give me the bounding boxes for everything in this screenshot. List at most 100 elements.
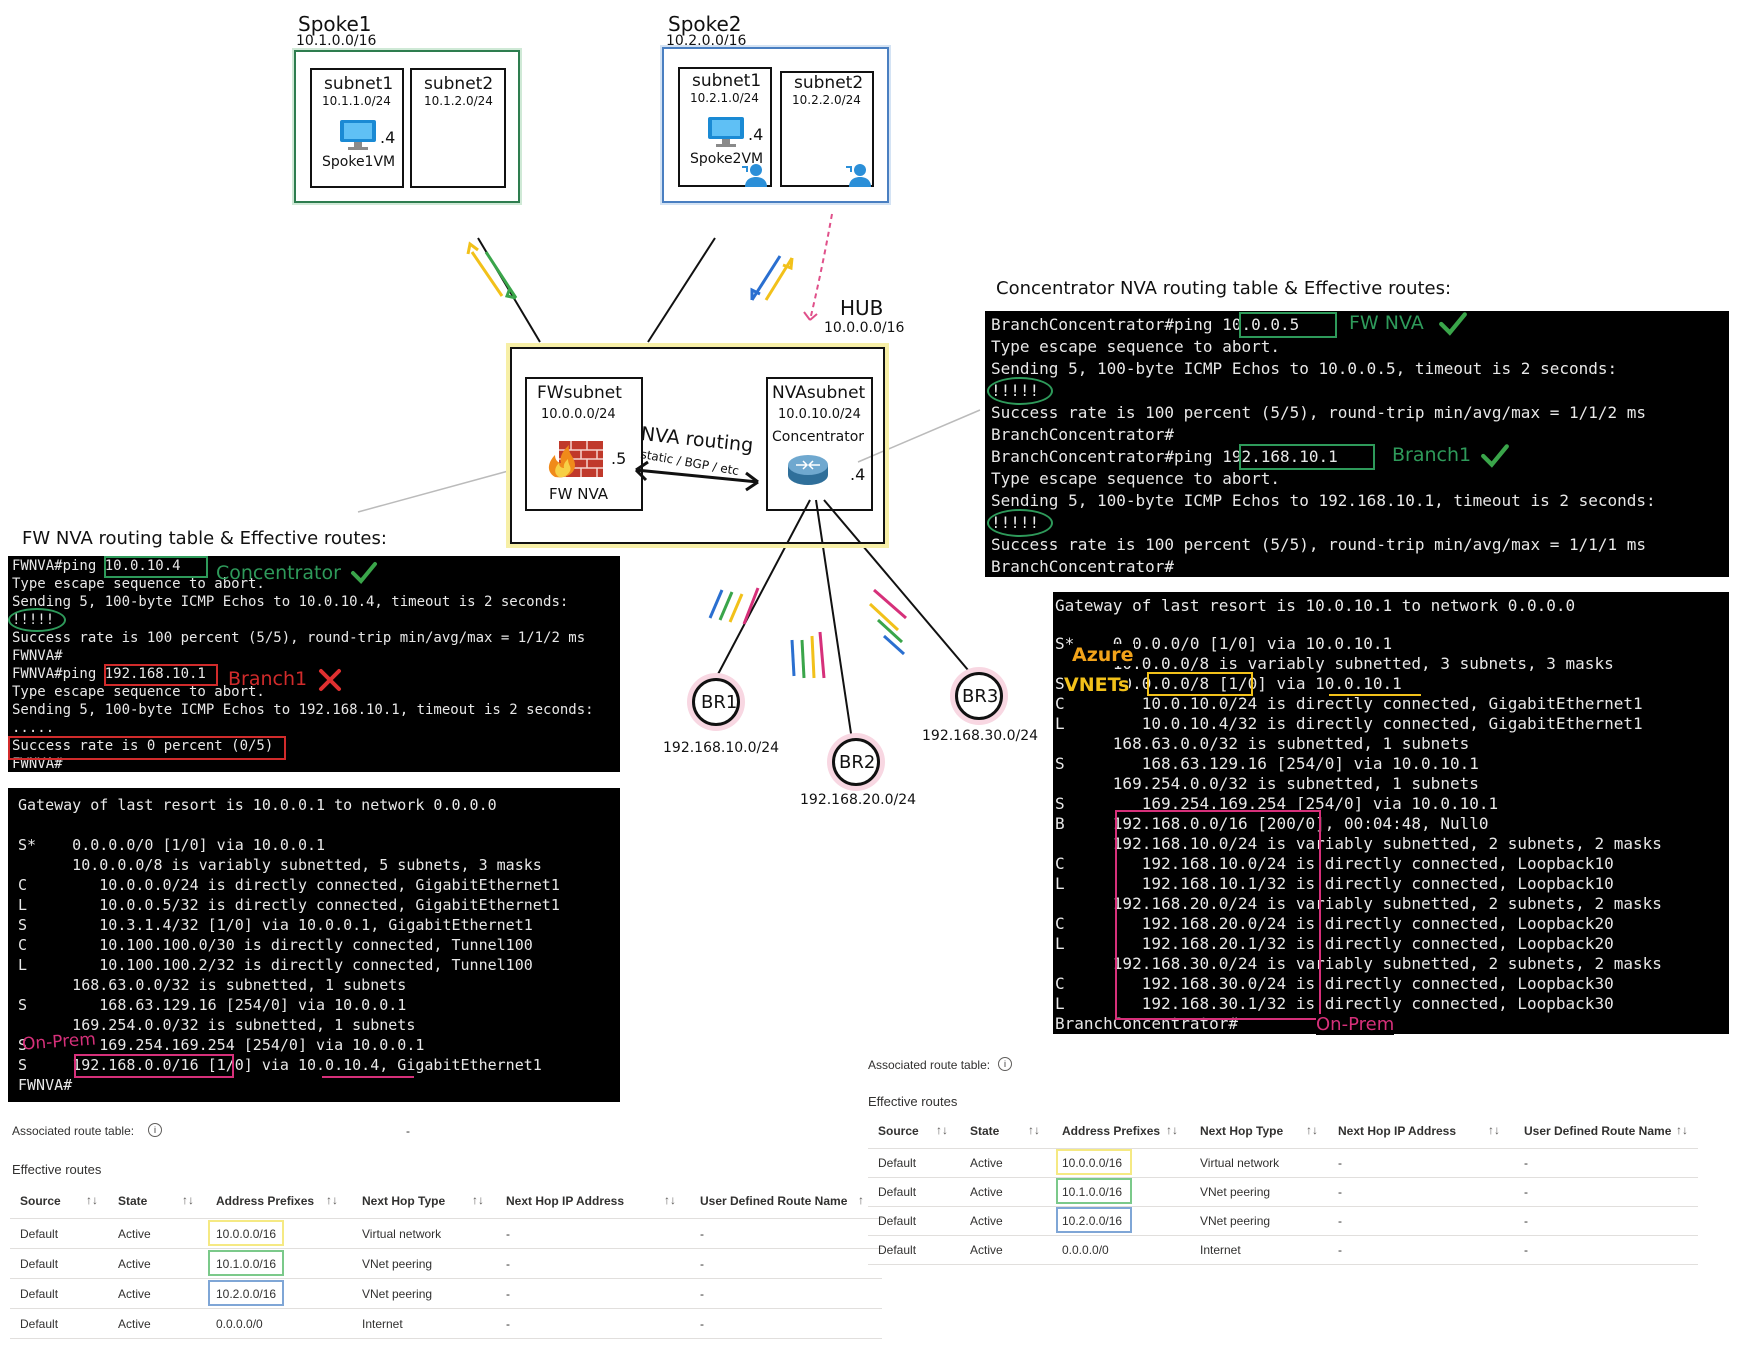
hub-cidr: 10.0.0.0/16 xyxy=(824,320,905,336)
branch-node-br1: BR1 xyxy=(692,678,740,726)
sort-icon[interactable]: ↑↓ xyxy=(1166,1123,1178,1137)
highlight-success-bang xyxy=(987,377,1053,405)
hub-vnet: FWsubnet 10.0.0.0/24 .5 FW NVA NVA routi… xyxy=(510,347,885,544)
effective-routes-right: Associated route table: i Effective rout… xyxy=(868,1054,1698,1268)
branch-node-br2: BR2 xyxy=(832,738,880,786)
annot-concentrator: Concentrator xyxy=(216,562,341,584)
br2-link xyxy=(815,499,853,741)
fw-subnet: FWsubnet 10.0.0.0/24 .5 FW NVA xyxy=(525,377,643,511)
effective-routes-left: Associated route table: i - Effective ro… xyxy=(10,1120,882,1340)
flow-arrows-spoke1 xyxy=(466,241,518,300)
table-header: Source ↑↓ State ↑↓ Address Prefixes ↑↓ N… xyxy=(10,1184,882,1219)
check-icon xyxy=(351,562,377,584)
highlight-ping-branch xyxy=(1239,444,1375,470)
user-icon xyxy=(742,164,767,187)
effective-routes-label: Effective routes xyxy=(868,1094,958,1109)
branch-node-br3: BR3 xyxy=(955,672,1003,720)
highlight-ping-fw xyxy=(1239,312,1337,338)
spoke2-subnet1: subnet1 10.2.1.0/24 .4 Spoke2VM xyxy=(678,67,772,187)
annot-branch1-ok: Branch1 xyxy=(1392,444,1472,466)
spoke1-title: Spoke1 xyxy=(298,12,372,36)
underline-vnets-next-hop xyxy=(1329,694,1421,696)
sort-icon[interactable]: ↑↓ xyxy=(1488,1123,1500,1137)
sort-icon[interactable]: ↑↓ xyxy=(326,1193,338,1207)
associated-route-table-label: Associated route table: xyxy=(868,1058,991,1072)
flow-arrows-br1 xyxy=(708,587,760,625)
table-row: Default Active 0.0.0.0/0 Internet - - xyxy=(868,1235,1698,1265)
spoke1-vm-label: Spoke1VM xyxy=(322,154,396,170)
associated-route-table-value: - xyxy=(406,1124,410,1138)
spoke2-title: Spoke2 xyxy=(668,12,742,36)
flow-arrows-spoke2 xyxy=(750,255,794,301)
spoke1-vnet: subnet1 10.1.1.0/24 .4 Spoke1VM subnet2 … xyxy=(294,50,520,203)
sort-icon[interactable]: ↑↓ xyxy=(472,1193,484,1207)
table-row: Default Active 10.0.0.0/16 Virtual netwo… xyxy=(868,1148,1698,1178)
spoke2-vm-label: Spoke2VM xyxy=(690,151,764,167)
fw-ping-terminal: FWNVA#ping 10.0.10.4 Type escape sequenc… xyxy=(8,556,620,772)
sort-icon[interactable]: ↑ xyxy=(858,1193,864,1207)
annot-onprem-conc: On-Prem xyxy=(1316,1014,1395,1035)
br1-link xyxy=(715,499,811,679)
conc-pointer-line xyxy=(857,409,981,463)
user-icon xyxy=(846,164,871,187)
sort-icon[interactable]: ↑↓ xyxy=(182,1193,194,1207)
table-row: Default Active 10.1.0.0/16 VNet peering … xyxy=(868,1177,1698,1207)
sort-icon[interactable]: ↑↓ xyxy=(1028,1123,1040,1137)
nva-routing-link xyxy=(635,468,759,484)
associated-route-table-label: Associated route table: xyxy=(12,1124,135,1138)
info-icon: i xyxy=(148,1123,162,1137)
check-icon xyxy=(1439,312,1467,336)
annot-fw-nva: FW NVA xyxy=(1349,312,1424,334)
check-icon xyxy=(1481,444,1509,468)
fw-nva-label: FW NVA xyxy=(549,485,609,503)
table-row: Default Active 10.2.0.0/16 VNet peering … xyxy=(868,1206,1698,1236)
spoke2-subnet2: subnet2 10.2.2.0/24 xyxy=(780,71,874,187)
spoke1-cidr: 10.1.0.0/16 xyxy=(296,33,377,49)
router-icon xyxy=(788,455,828,485)
br2-cidr: 192.168.20.0/24 xyxy=(800,792,917,808)
fw-section-title: FW NVA routing table & Effective routes: xyxy=(22,528,387,549)
table-header: Source ↑↓ State ↑↓ Address Prefixes ↑↓ N… xyxy=(868,1114,1698,1149)
spoke1-subnet2: subnet2 10.1.2.0/24 xyxy=(410,68,506,188)
table-row: Default Active 10.1.0.0/16 VNet peering … xyxy=(10,1248,882,1279)
vm-icon xyxy=(708,117,744,147)
table-row: Default Active 0.0.0.0/0 Internet - - xyxy=(10,1308,882,1339)
highlight-prefix xyxy=(1056,1207,1132,1233)
br3-cidr: 192.168.30.0/24 xyxy=(922,728,1039,744)
underline-next-hop xyxy=(322,1076,414,1078)
cross-icon xyxy=(319,669,341,691)
sort-icon[interactable]: ↑↓ xyxy=(664,1193,676,1207)
highlight-onprem-routes xyxy=(1115,810,1321,1020)
spoke2-peering-link xyxy=(647,237,716,343)
spoke1-subnet1: subnet1 10.1.1.0/24 .4 Spoke1VM xyxy=(310,68,404,188)
table-row: Default Active 10.0.0.0/16 Virtual netwo… xyxy=(10,1218,882,1249)
highlight-success-bang xyxy=(987,509,1053,537)
fw-pointer-line xyxy=(357,469,513,513)
highlight-success-bang xyxy=(8,608,66,632)
spoke2-vnet: subnet1 10.2.1.0/24 .4 Spoke2VM subnet2 … xyxy=(662,47,889,203)
conc-section-title: Concentrator NVA routing table & Effecti… xyxy=(996,278,1452,299)
annot-vnets: VNETs xyxy=(1064,674,1130,696)
sort-icon[interactable]: ↑↓ xyxy=(1306,1123,1318,1137)
sort-icon[interactable]: ↑↓ xyxy=(1676,1123,1688,1137)
vm-icon xyxy=(340,120,376,150)
sort-icon[interactable]: ↑↓ xyxy=(936,1123,948,1137)
highlight-ping-target-fail xyxy=(104,664,218,686)
sort-icon[interactable]: ↑↓ xyxy=(86,1193,98,1207)
fw-route-terminal: Gateway of last resort is 10.0.0.1 to ne… xyxy=(8,788,620,1102)
conc-route-terminal: Gateway of last resort is 10.0.10.1 to n… xyxy=(1053,592,1729,1034)
flow-arrows-br3 xyxy=(868,588,907,656)
nva-subnet: NVAsubnet 10.0.10.0/24 Concentrator .4 xyxy=(766,377,873,511)
spoke2-dashed-link xyxy=(809,213,833,321)
br1-cidr: 192.168.10.0/24 xyxy=(663,740,780,756)
info-icon: i xyxy=(998,1057,1012,1071)
highlight-prefix xyxy=(208,1220,284,1246)
table-row: Default Active 10.2.0.0/16 VNet peering … xyxy=(10,1278,882,1309)
conc-ping-terminal: BranchConcentrator#ping 10.0.0.5 Type es… xyxy=(985,311,1729,577)
highlight-azure-vnets-route xyxy=(1147,672,1253,696)
effective-routes-label: Effective routes xyxy=(12,1162,102,1177)
br3-link xyxy=(823,499,969,671)
highlight-prefix xyxy=(208,1250,284,1276)
hub-title: HUB xyxy=(840,296,884,320)
highlight-ping-target xyxy=(104,556,208,578)
